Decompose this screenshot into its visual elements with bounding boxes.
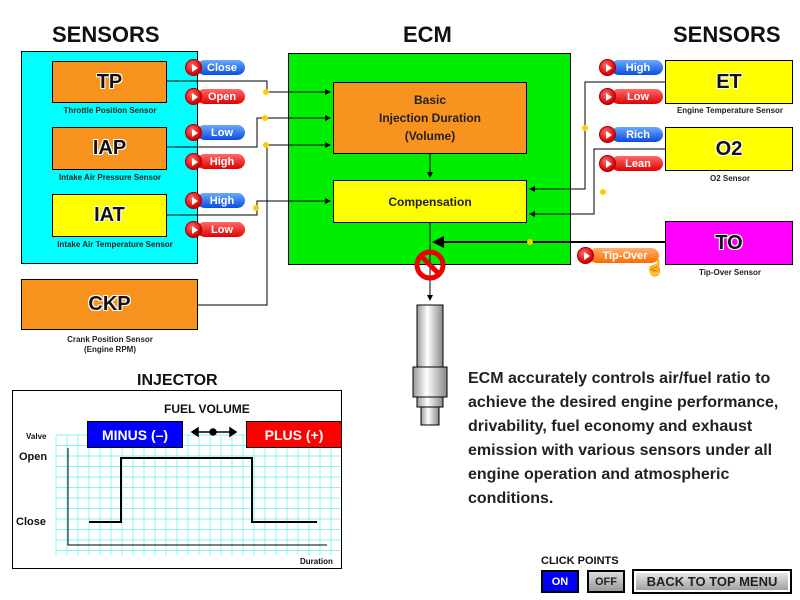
back-to-top-menu-button[interactable]: BACK TO TOP MENU (632, 569, 792, 594)
o2-rich-button[interactable]: Rich (599, 126, 663, 143)
ckp-caption-line1: Crank Position Sensor (67, 335, 153, 344)
right-sensors-heading: SENSORS (673, 22, 781, 47)
play-icon (577, 247, 594, 264)
click-point (263, 89, 269, 95)
button-label: High (197, 154, 245, 169)
injector-icon (412, 304, 448, 426)
et-label: ET (716, 70, 742, 93)
tp-close-button[interactable]: Close (185, 59, 245, 76)
iat-caption: Intake Air Temperature Sensor (57, 240, 173, 249)
et-high-button[interactable]: High (599, 59, 663, 76)
click-points-off-button[interactable]: OFF (587, 570, 625, 593)
iap-high-button[interactable]: High (185, 153, 245, 170)
et-caption: Engine Temperature Sensor (676, 106, 784, 115)
iat-high-button[interactable]: High (185, 192, 245, 209)
y-open-label: Open (19, 451, 48, 463)
iat-sensor-box[interactable]: IAT (52, 194, 167, 237)
play-icon (599, 126, 616, 143)
hand-cursor-icon: ☝ (645, 260, 665, 277)
ckp-sensor-box[interactable]: CKP (21, 279, 198, 330)
x-axis-label: Duration (300, 557, 333, 566)
basic-line3: (Volume) (404, 129, 456, 143)
to-caption: Tip-Over Sensor (698, 268, 762, 277)
play-icon (599, 155, 616, 172)
play-icon (599, 88, 616, 105)
button-label: High (611, 60, 663, 75)
injector-heading: INJECTOR (137, 372, 218, 389)
iat-label: IAT (94, 204, 125, 226)
button-label: Lean (611, 156, 663, 171)
basic-line1: Basic (413, 93, 447, 107)
chart-axes (67, 448, 327, 546)
o2-label: O2 (715, 137, 743, 160)
button-label: Close (197, 60, 245, 75)
iap-caption: Intake Air Pressure Sensor (59, 173, 161, 182)
tip-over-button[interactable]: Tip-Over (577, 247, 659, 264)
button-label: High (197, 193, 245, 208)
compensation-box: Compensation (333, 180, 527, 223)
button-label: Low (197, 222, 245, 237)
ckp-caption: Crank Position Sensor (Engine RPM) (40, 335, 180, 355)
ckp-caption-line2: (Engine RPM) (84, 345, 136, 354)
tp-caption: Throttle Position Sensor (63, 106, 157, 115)
plus-fuel-button[interactable]: PLUS (+) (246, 421, 342, 448)
click-point (262, 115, 268, 121)
injector-waveform-chart (55, 426, 340, 555)
et-low-button[interactable]: Low (599, 88, 663, 105)
double-arrow-icon (190, 426, 238, 438)
minus-fuel-button[interactable]: MINUS (–) (87, 421, 183, 448)
basic-line2: Injection Duration (379, 111, 481, 125)
et-sensor-box[interactable]: ET (665, 60, 793, 104)
click-point (263, 142, 269, 148)
button-label: Rich (611, 127, 663, 142)
ecm-description: ECM accurately controls air/fuel ratio t… (468, 370, 779, 507)
tp-label: TP (96, 70, 123, 93)
tp-sensor-box[interactable]: TP (52, 61, 167, 103)
to-sensor-box[interactable]: TO (665, 221, 793, 265)
click-point (600, 189, 606, 195)
iap-sensor-box[interactable]: IAP (52, 127, 167, 170)
play-icon (185, 221, 202, 238)
click-point (582, 125, 588, 131)
play-icon (185, 124, 202, 141)
y-close-label: Close (16, 516, 46, 528)
play-icon (185, 88, 202, 105)
o2-caption: O2 Sensor (709, 174, 750, 183)
click-point (253, 205, 259, 211)
click-points-on-button[interactable]: ON (541, 570, 579, 593)
left-sensors-heading: SENSORS (52, 22, 160, 47)
o2-lean-button[interactable]: Lean (599, 155, 663, 172)
iat-low-button[interactable]: Low (185, 221, 245, 238)
iap-label: IAP (92, 137, 127, 159)
to-label: TO (715, 231, 743, 254)
click-points-label: CLICK POINTS (541, 555, 619, 567)
button-label: Low (197, 125, 245, 140)
o2-sensor-box[interactable]: O2 (665, 127, 793, 171)
button-label: Open (197, 89, 245, 104)
y-axis-label: Valve (26, 432, 47, 441)
play-icon (185, 192, 202, 209)
tp-open-button[interactable]: Open (185, 88, 245, 105)
injection-pulse-line (89, 457, 317, 523)
play-icon (599, 59, 616, 76)
basic-injection-duration-box: Basic Injection Duration (Volume) (333, 82, 527, 154)
play-icon (185, 153, 202, 170)
ecm-heading: ECM (403, 22, 452, 47)
iap-low-button[interactable]: Low (185, 124, 245, 141)
button-label: Low (611, 89, 663, 104)
play-icon (185, 59, 202, 76)
compensation-label: Compensation (388, 194, 472, 209)
ckp-label: CKP (88, 293, 131, 315)
button-label: Tip-Over (589, 248, 659, 263)
fuel-volume-title: FUEL VOLUME (164, 402, 250, 416)
